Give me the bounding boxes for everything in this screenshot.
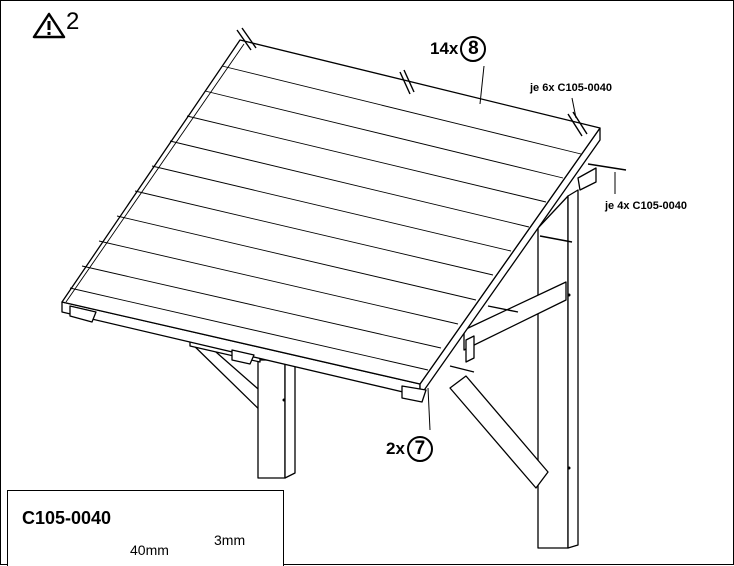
boards-quantity: 14x [430, 39, 459, 58]
boards-part-number: 8 [460, 36, 487, 62]
leader-lines [427, 65, 616, 431]
roof-surface [61, 39, 601, 385]
screw-length: 40mm [130, 542, 169, 558]
screws [236, 27, 627, 373]
beams-quantity: 2x [386, 439, 405, 458]
beams-part-number: 7 [406, 436, 433, 462]
side-screw-note: je 4x C105-0040 [605, 200, 687, 212]
right-crossbeam [463, 281, 567, 351]
drill-bit-size: 3mm [214, 532, 246, 548]
roof-planks [65, 43, 582, 371]
beams-callout: 2x 7 [386, 436, 433, 462]
step-indicator: 2 [28, 8, 79, 36]
hardware-legend: C105-0040 40mm 3mm [7, 490, 284, 566]
warning-icon-slot [28, 10, 58, 35]
screw-code: C105-0040 [22, 508, 112, 528]
left-post [257, 359, 286, 479]
right-post [537, 195, 569, 549]
right-brace [449, 375, 549, 489]
boards-callout: 14x 8 [430, 36, 487, 62]
step-number: 2 [66, 8, 80, 35]
warning-triangle-icon [32, 12, 66, 39]
top-screw-note: je 6x C105-0040 [530, 82, 612, 94]
